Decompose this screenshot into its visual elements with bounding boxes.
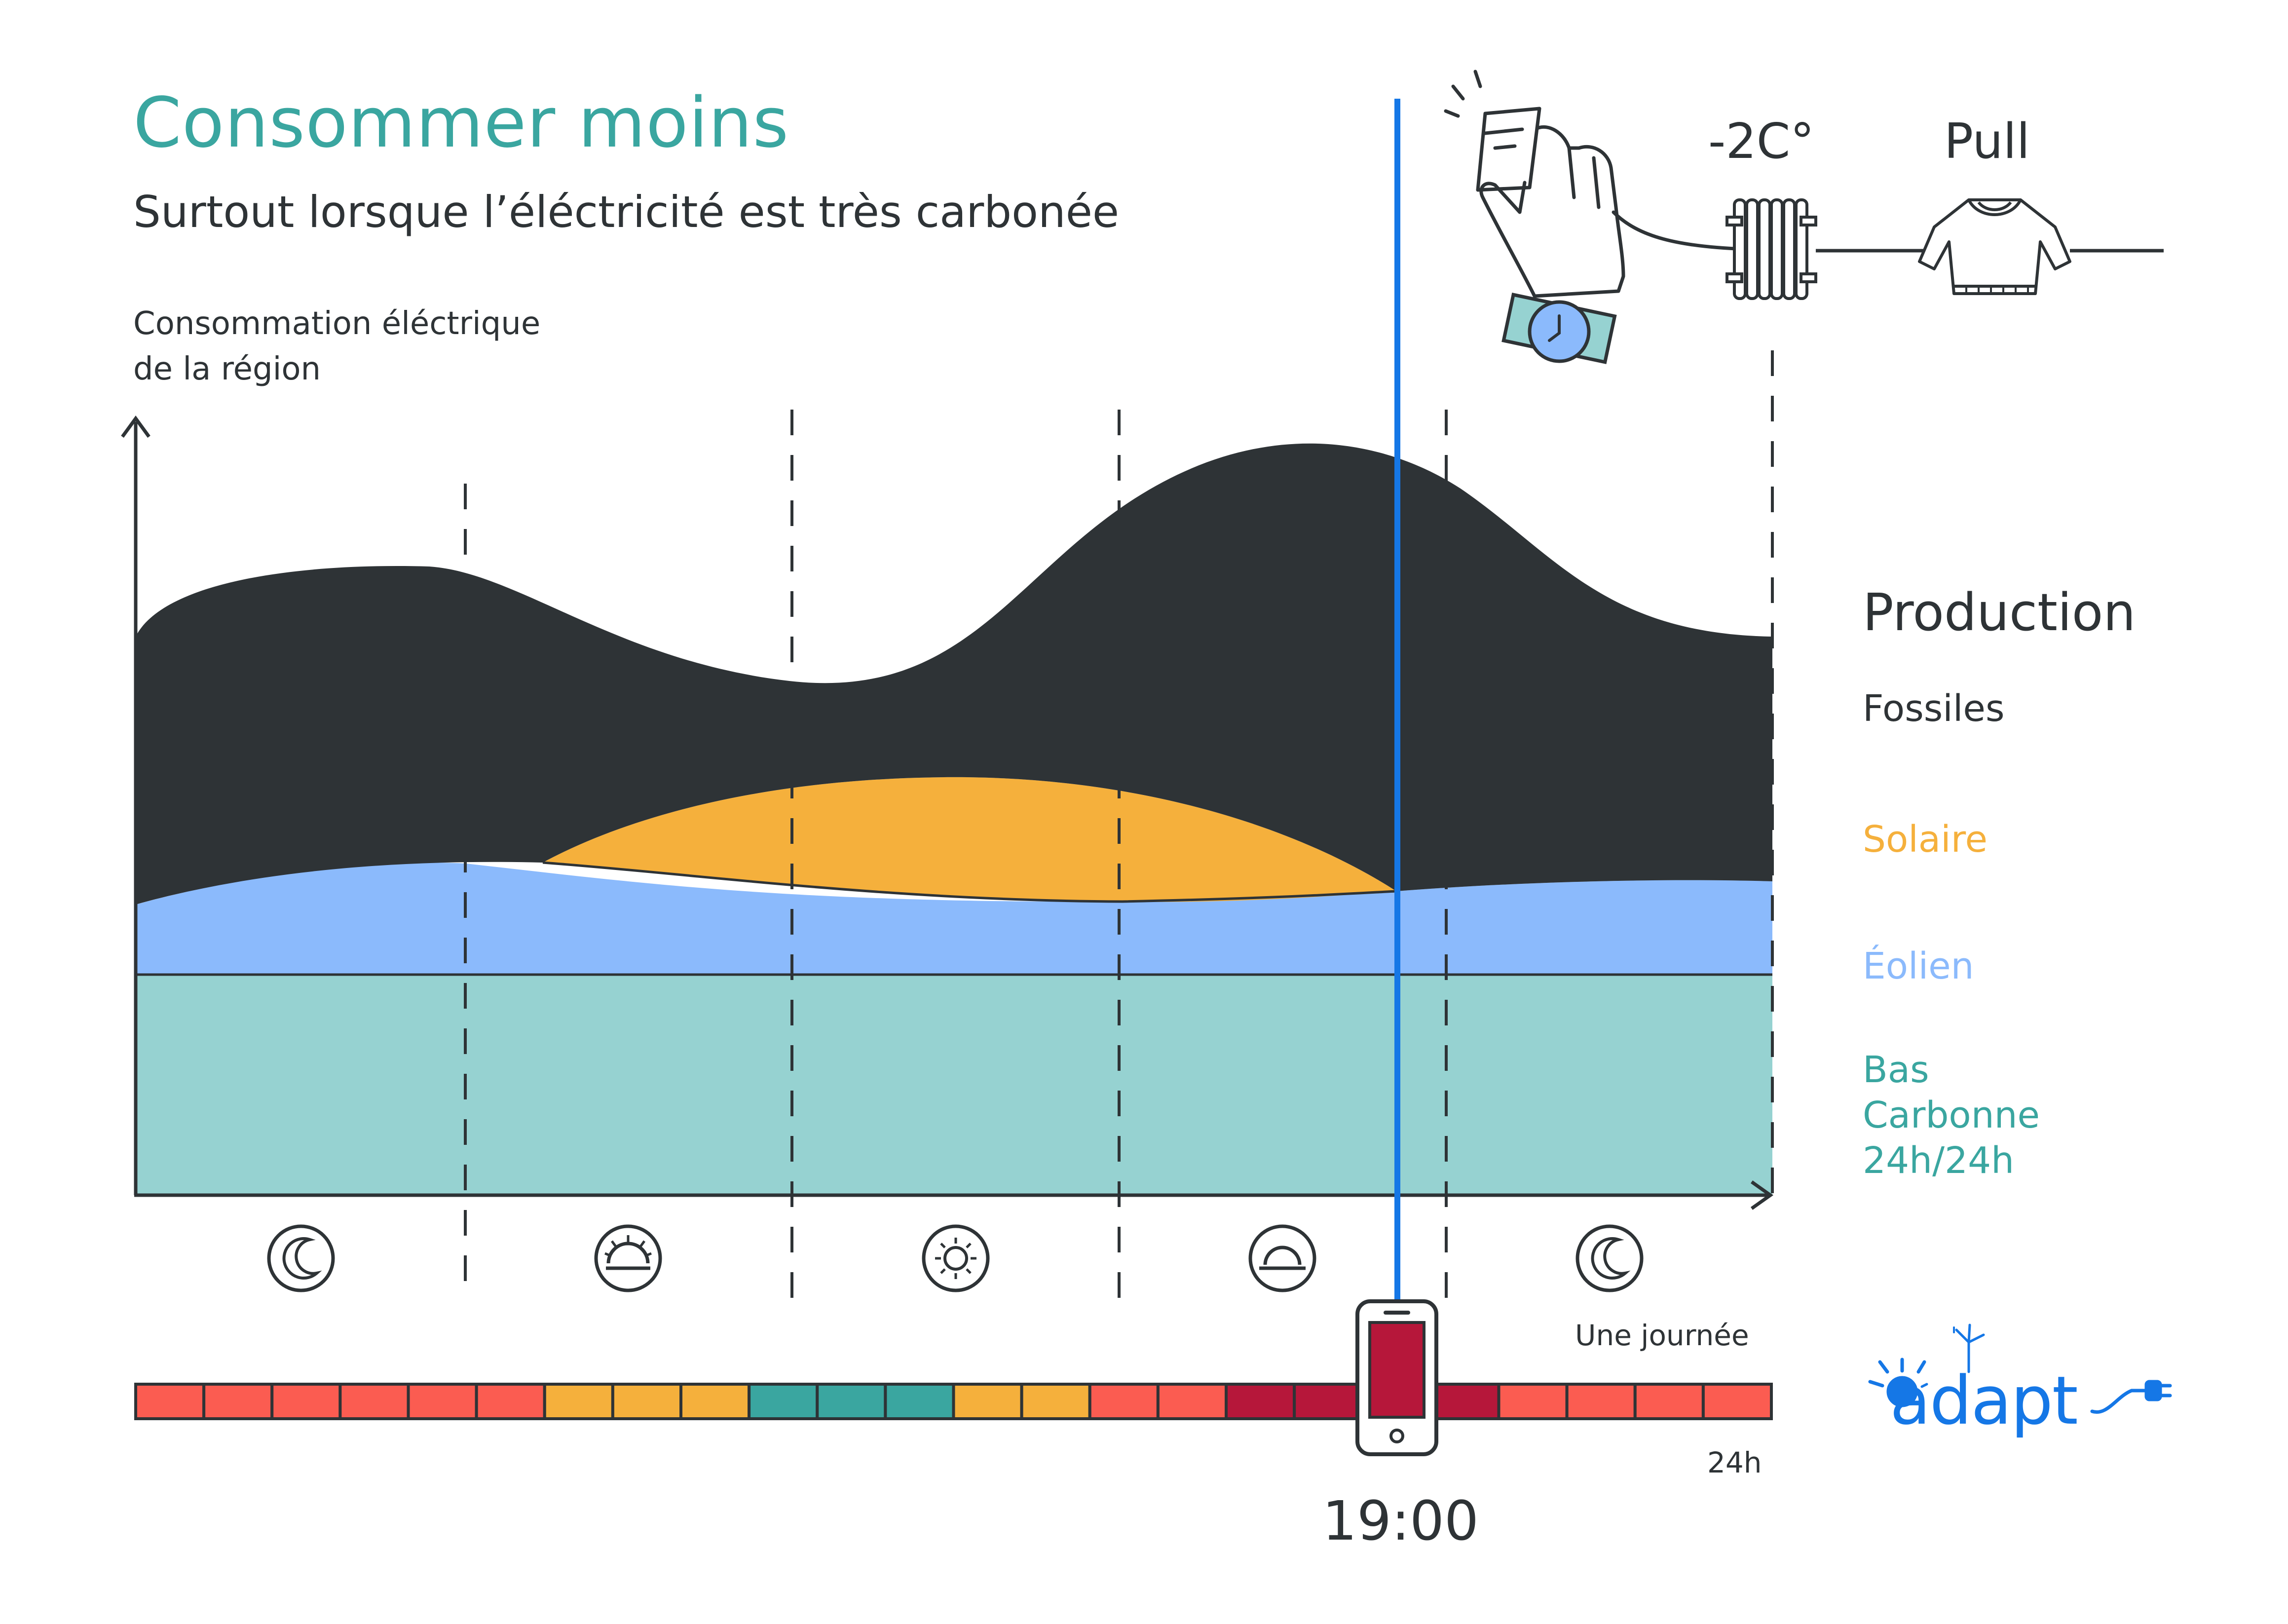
page-title: Consommer moins bbox=[133, 83, 789, 163]
radiator-icon bbox=[1725, 198, 1817, 300]
timeline-slot bbox=[202, 1383, 274, 1420]
legend-title: Production bbox=[1863, 582, 2136, 642]
timeline-slot bbox=[679, 1383, 751, 1420]
sun-icon bbox=[922, 1224, 990, 1292]
period-dividers bbox=[464, 350, 1774, 1298]
fossil-area bbox=[136, 443, 1772, 905]
moon-icon bbox=[267, 1224, 335, 1292]
moon-icon bbox=[1575, 1224, 1644, 1292]
thermostat-label: -2C° bbox=[1708, 113, 1815, 170]
hand-pressing-button-icon bbox=[1444, 70, 1749, 298]
base-area bbox=[136, 975, 1772, 1195]
timeline-slot bbox=[1020, 1383, 1091, 1420]
phone-icon bbox=[1355, 1299, 1438, 1456]
timeline-slot bbox=[1156, 1383, 1228, 1420]
timeline-slot bbox=[1293, 1383, 1364, 1420]
timeline-slot bbox=[611, 1383, 682, 1420]
timeline-slot bbox=[816, 1383, 887, 1420]
timeline-slot bbox=[748, 1383, 819, 1420]
timeline-label: Une journée bbox=[1575, 1319, 1749, 1352]
x-axis-arrow bbox=[1750, 1180, 1774, 1210]
timeline-slot bbox=[1225, 1383, 1296, 1420]
current-time: 19:00 bbox=[1322, 1489, 1479, 1552]
timeline-end-label: 24h bbox=[1707, 1446, 1762, 1479]
sunrise-icon bbox=[594, 1224, 662, 1292]
timeline-slot bbox=[1701, 1383, 1773, 1420]
timeline-slot bbox=[1633, 1383, 1705, 1420]
timeline-slot bbox=[1497, 1383, 1569, 1420]
timeline-slot bbox=[338, 1383, 410, 1420]
pull-label: Pull bbox=[1944, 113, 2030, 170]
y-axis-arrow bbox=[121, 415, 150, 438]
legend-fossiles: Fossiles bbox=[1863, 687, 2005, 730]
timeline-slot bbox=[952, 1383, 1023, 1420]
sunset-icon bbox=[1248, 1224, 1316, 1292]
timeline-bar bbox=[134, 1383, 1773, 1420]
y-axis-label: Consommation éléctrique de la région bbox=[133, 305, 541, 387]
adapt-logo: adapt bbox=[1868, 1323, 2172, 1439]
sweater-icon bbox=[1918, 198, 2071, 295]
solar-area bbox=[543, 777, 1396, 902]
timeline-slot bbox=[475, 1383, 546, 1420]
timeline-slot bbox=[884, 1383, 955, 1420]
logo-wordmark: adapt bbox=[1890, 1362, 2077, 1439]
page-subtitle: Surtout lorsque l’éléctricité est très c… bbox=[133, 187, 1120, 237]
legend-bas-carbone: Bas Carbonne 24h/24h bbox=[1863, 1049, 2040, 1182]
timeline-slot bbox=[1088, 1383, 1160, 1420]
timeline-slot bbox=[1429, 1383, 1500, 1420]
timeline-slot bbox=[270, 1383, 342, 1420]
timeline-slot bbox=[543, 1383, 614, 1420]
wind-area bbox=[136, 863, 1772, 975]
timeline-slot bbox=[1565, 1383, 1637, 1420]
legend-solaire: Solaire bbox=[1863, 818, 1988, 861]
timeline-slot bbox=[407, 1383, 478, 1420]
legend-eolien: Éolien bbox=[1863, 945, 1974, 987]
timeline-slot bbox=[134, 1383, 206, 1420]
wind-top-line bbox=[542, 861, 1397, 903]
watch-icon bbox=[1501, 293, 1617, 364]
